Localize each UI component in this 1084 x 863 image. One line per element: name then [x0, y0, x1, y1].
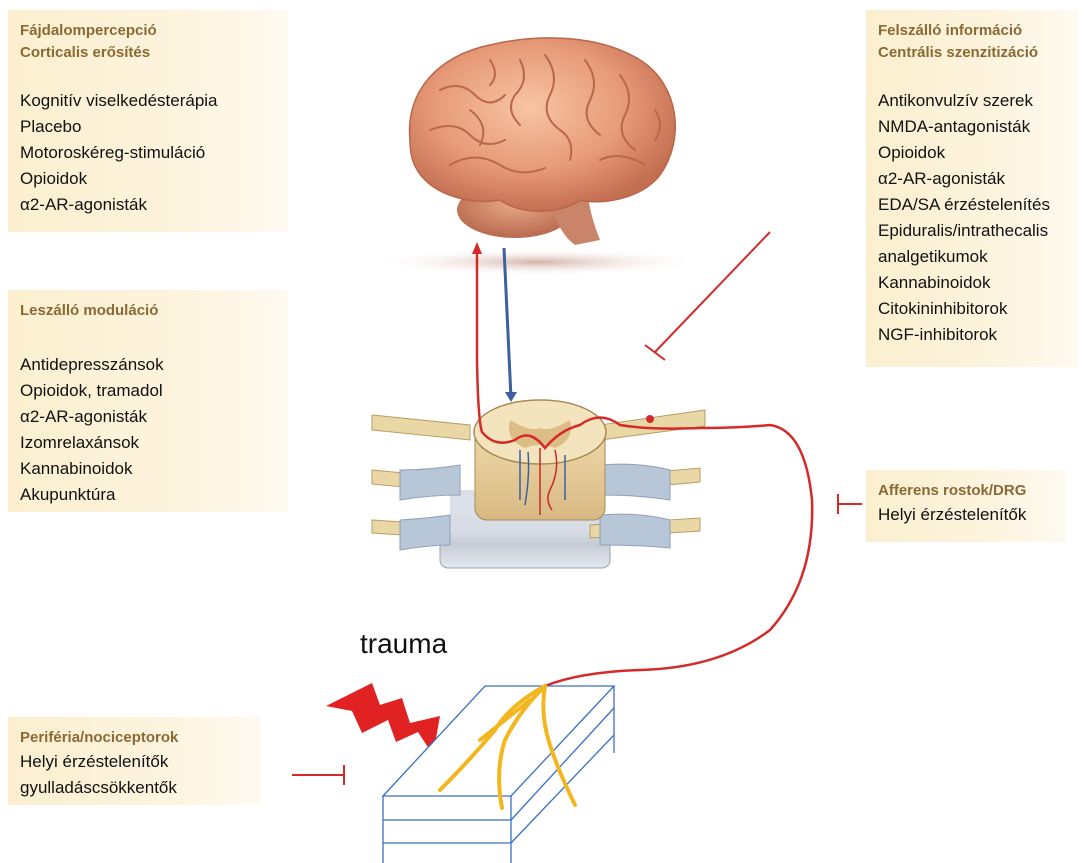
- list-item: Motoroskéreg-stimuláció: [20, 140, 276, 166]
- list-item: gyulladáscsökkentők: [20, 775, 248, 801]
- trauma-label: trauma: [360, 628, 447, 660]
- ascending-arrowhead: [472, 242, 482, 254]
- list-item: Opioidok: [20, 166, 276, 192]
- brain-illustration: [368, 38, 708, 276]
- box-title: Leszálló moduláció: [20, 300, 276, 322]
- list-item: α2-AR-agonisták: [20, 404, 276, 430]
- list-item: Opioidok: [878, 140, 1066, 166]
- box-title: Periféria/nociceptorok: [20, 727, 248, 749]
- box-ascending: Felszálló információ Centrális szenzitiz…: [866, 10, 1078, 367]
- box-periphery: Periféria/nociceptorok Helyi érzéstelení…: [8, 717, 260, 805]
- list-item: α2-AR-agonisták: [20, 192, 276, 218]
- list-item: NMDA-antagonisták: [878, 114, 1066, 140]
- list-item: Antidepresszánsok: [20, 352, 276, 378]
- spinal-cord-illustration: [372, 400, 705, 568]
- list-item: Helyi érzéstelenítők: [878, 502, 1054, 528]
- list-item: Placebo: [20, 114, 276, 140]
- list-item: Kannabinoidok: [20, 456, 276, 482]
- box-title: Fájdalompercepció: [20, 20, 276, 42]
- box-title: Centrális szenzitizáció: [878, 42, 1066, 64]
- list-item: EDA/SA érzéstelenítés: [878, 192, 1066, 218]
- box-pain-perception: Fájdalompercepció Corticalis erősítés Ko…: [8, 10, 288, 232]
- list-item: α2-AR-agonisták: [878, 166, 1066, 192]
- list-item: Helyi érzéstelenítők: [20, 749, 248, 775]
- list-item: Epiduralis/intrathecalis: [878, 218, 1066, 244]
- list-item: Antikonvulzív szerek: [878, 88, 1066, 114]
- list-item: Citokininhibitorok: [878, 296, 1066, 322]
- lightning-bolt-icon: [326, 683, 440, 755]
- list-item: NGF-inhibitorok: [878, 322, 1066, 348]
- list-item: Akupunktúra: [20, 482, 276, 508]
- box-descending: Leszálló moduláció Antidepresszánsok Opi…: [8, 290, 288, 512]
- brain-shadow: [368, 248, 708, 276]
- box-afferent: Afferens rostok/DRG Helyi érzéstelenítők: [866, 470, 1066, 542]
- list-item: analgetikumok: [878, 244, 1066, 270]
- list-item: Kognitív viselkedésterápia: [20, 88, 276, 114]
- synapse-dot: [646, 415, 654, 423]
- box-title: Corticalis erősítés: [20, 42, 276, 64]
- box-title: Afferens rostok/DRG: [878, 480, 1054, 502]
- box-title: Felszálló információ: [878, 20, 1066, 42]
- list-item: Kannabinoidok: [878, 270, 1066, 296]
- list-item: Izomrelaxánsok: [20, 430, 276, 456]
- list-item: Opioidok, tramadol: [20, 378, 276, 404]
- cerebrum: [410, 38, 676, 211]
